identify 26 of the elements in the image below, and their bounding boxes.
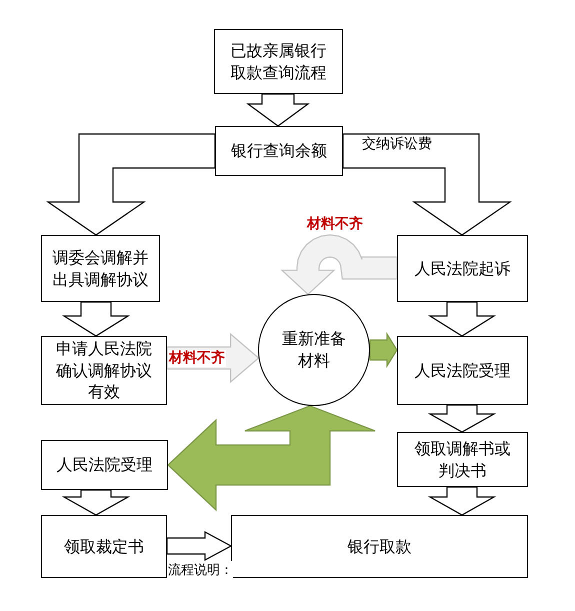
note-text: 流程说明： bbox=[168, 561, 233, 579]
block-arrow bbox=[428, 404, 496, 433]
edge-label: 材料不齐 bbox=[306, 216, 364, 233]
process-box: 人民法院起诉 bbox=[397, 235, 528, 302]
edge-label: 材料不齐 bbox=[168, 350, 226, 367]
process-box: 领取调解书或判决书 bbox=[397, 432, 528, 487]
process-box: 银行取款 bbox=[231, 515, 528, 578]
block-arrow bbox=[166, 531, 232, 561]
block-arrow bbox=[428, 301, 496, 337]
process-box: 申请人民法院确认调解协议有效 bbox=[41, 336, 167, 405]
block-arrow bbox=[428, 486, 496, 516]
process-circle: 重新准备材料 bbox=[258, 294, 370, 406]
process-box: 人民法院受理 bbox=[41, 440, 168, 490]
edge-label: 交纳诉讼费 bbox=[361, 136, 433, 153]
block-arrow bbox=[369, 332, 398, 368]
block-arrow bbox=[280, 234, 398, 296]
block-arrow bbox=[246, 93, 310, 127]
process-box: 银行查询余额 bbox=[215, 126, 343, 176]
process-box: 调委会调解并出具调解协议 bbox=[41, 235, 160, 302]
block-arrow bbox=[62, 489, 130, 516]
block-arrow bbox=[62, 301, 130, 337]
process-box: 已故亲属银行取款查询流程 bbox=[214, 29, 343, 94]
process-box: 领取裁定书 bbox=[41, 515, 167, 578]
block-arrow bbox=[46, 133, 216, 236]
block-arrow bbox=[167, 405, 376, 512]
process-box: 人民法院受理 bbox=[397, 336, 528, 405]
